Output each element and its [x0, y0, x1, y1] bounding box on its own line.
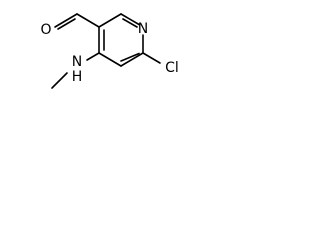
bond-cho-o — [54, 13, 78, 28]
amine-nitrogen-label: N — [72, 54, 82, 70]
chlorine-label: Cl — [165, 60, 179, 76]
amine-hydrogen-label: H — [72, 69, 83, 85]
bond-c3-c2 — [98, 13, 122, 28]
bond-c2-n1-double — [122, 18, 138, 28]
bond-cho-o-double — [57, 18, 76, 30]
bond-c2-n1 — [120, 13, 140, 26]
ring-nitrogen-label: N — [138, 21, 148, 37]
bond-nh-ch3 — [51, 72, 68, 89]
bond-c6-c5-double — [120, 52, 140, 62]
bond-c6-cl — [142, 52, 161, 64]
bond-c6-c5 — [120, 52, 144, 67]
bond-c4-nh — [86, 52, 100, 61]
chemical-structure: O N Cl N H — [40, 13, 179, 89]
oxygen-label: O — [40, 22, 51, 38]
bond-c3-cho — [76, 13, 100, 28]
bond-c5-c4 — [98, 52, 122, 67]
